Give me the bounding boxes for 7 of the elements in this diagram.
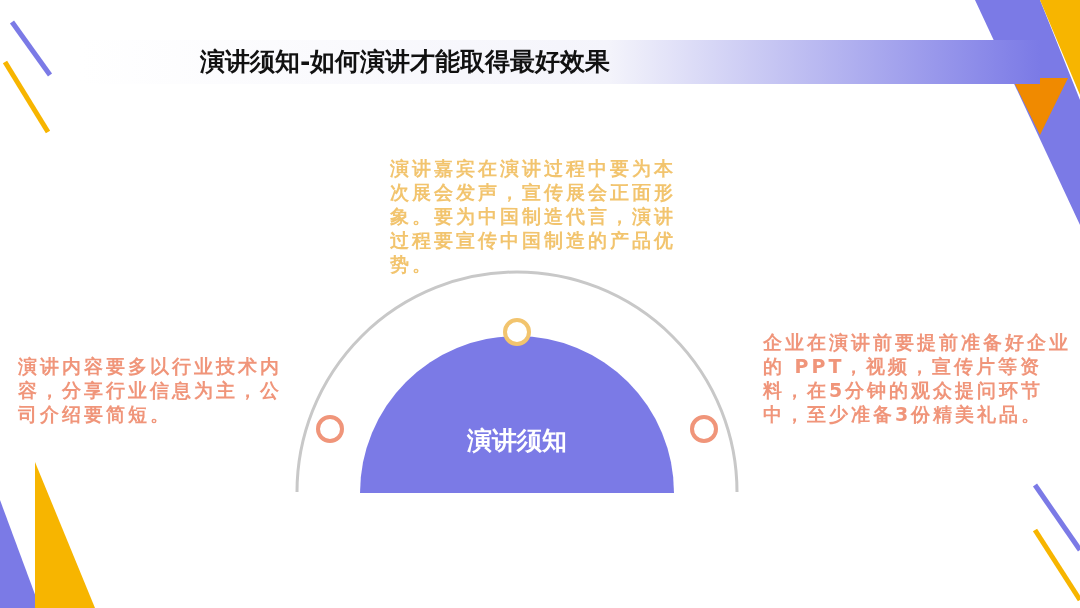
ring-marker (502, 317, 532, 347)
note-text: 企业在演讲前要提前准备好企业的 PPT，视频，宣传片等资料，在5分钟的观众提问环节中，至少准备3份精美礼品。 (763, 330, 1072, 426)
node-title: 演讲须知 (466, 425, 568, 457)
note-text: 演讲内容要多以行业技术内容，分享行业信息为主，公司介绍要简短。 (18, 354, 283, 426)
note-text: 演讲嘉宾在演讲过程中要为本次展会发声，宣传展会正面形象。要为中国制造代言，演讲过程要宣传中国制造的产品优势。 (390, 156, 677, 276)
ring-marker (689, 414, 719, 444)
ring-marker (315, 414, 345, 444)
